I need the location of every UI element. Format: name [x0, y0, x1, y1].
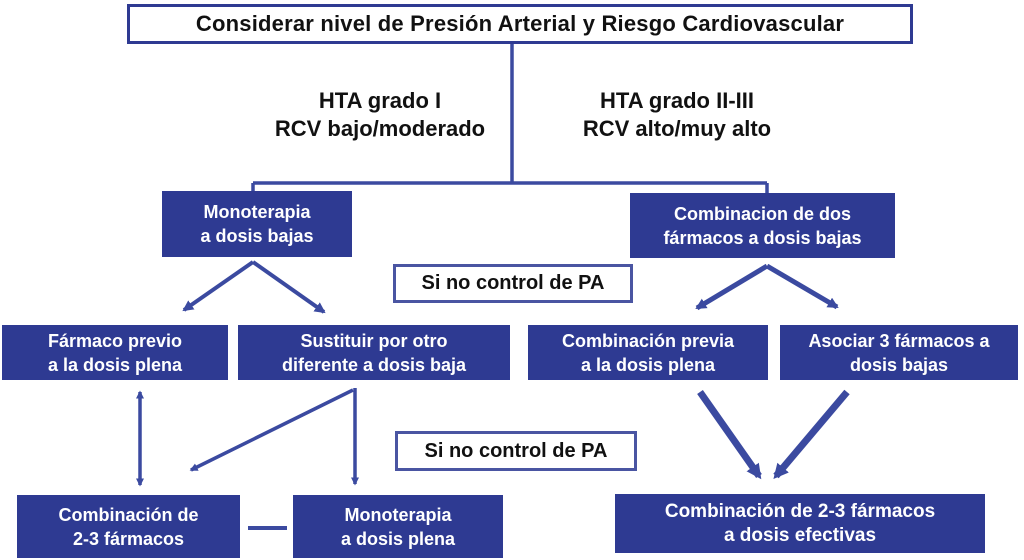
branch-right-line2: RCV alto/muy alto [582, 116, 772, 141]
title-text: Considerar nivel de Presión Arterial y R… [195, 11, 845, 36]
gate-si-no-control-2: Si no control de PA [395, 431, 637, 471]
branch-label-left: HTA grado I RCV bajo/moderado [235, 84, 525, 146]
box-text: Combinación previa [561, 330, 735, 351]
box-text: 2-3 fármacos [72, 528, 185, 549]
box-combinacion-dosis-efectivas: Combinación de 2-3 fármacos a dosis efec… [615, 494, 985, 553]
box-text: Combinacion de dos [673, 203, 851, 224]
box-text: Sustituir por otro [300, 330, 448, 351]
gate-text: Si no control de PA [421, 272, 605, 294]
arrows-converge-efectivas [697, 389, 850, 480]
branch-left-line1: HTA grado I [318, 88, 442, 113]
arrows-combinacion-split [695, 263, 839, 311]
box-text: a la dosis plena [580, 354, 716, 375]
box-text: Monoterapia [344, 504, 452, 525]
box-monoterapia-dosis-plena: Monoterapia a dosis plena [293, 495, 503, 558]
box-text: a dosis bajas [200, 226, 314, 246]
box-text: Combinación de 2-3 fármacos [664, 500, 936, 522]
top-connector [251, 43, 769, 194]
box-text: dosis bajas [849, 354, 949, 375]
box-text: diferente a dosis baja [281, 354, 467, 375]
branch-label-right: HTA grado II-III RCV alto/muy alto [532, 84, 822, 146]
arrow-sustituir-combinacion [189, 388, 354, 472]
box-text: Asociar 3 fármacos a [808, 330, 990, 351]
box-text: a dosis plena [340, 528, 456, 549]
box-text: Combinación de [58, 504, 199, 525]
box-combinacion-dos-farmacos: Combinacion de dos fármacos a dosis baja… [630, 193, 895, 258]
gate-si-no-control-1: Si no control de PA [393, 264, 633, 303]
box-asociar-3-farmacos: Asociar 3 fármacos a dosis bajas [780, 325, 1018, 380]
arrows-monoterapia-split [182, 260, 326, 314]
box-text: a dosis efectivas [723, 524, 877, 546]
gate-text: Si no control de PA [424, 439, 608, 462]
box-monoterapia-dosis-bajas: Monoterapia a dosis bajas [162, 191, 352, 257]
branch-left-line2: RCV bajo/moderado [274, 116, 486, 141]
box-farmaco-previo: Fármaco previo a la dosis plena [2, 325, 228, 380]
box-text: a la dosis plena [47, 354, 183, 375]
box-text: Fármaco previo [47, 330, 183, 351]
box-text: fármacos a dosis bajas [663, 227, 862, 248]
title-box: Considerar nivel de Presión Arterial y R… [127, 4, 913, 44]
branch-right-line1: HTA grado II-III [600, 88, 754, 113]
box-combinacion-2-3-farmacos: Combinación de 2-3 fármacos [17, 495, 240, 558]
box-sustituir-por-otro: Sustituir por otro diferente a dosis baj… [238, 325, 510, 380]
box-text: Monoterapia [203, 202, 311, 222]
box-combinacion-previa: Combinación previa a la dosis plena [528, 325, 768, 380]
